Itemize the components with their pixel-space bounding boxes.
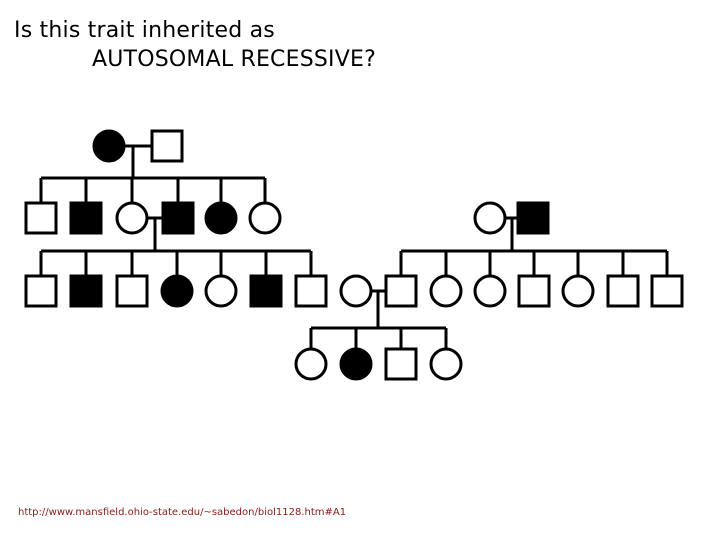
page-title-line2: AUTOSOMAL RECESSIVE? bbox=[92, 47, 376, 72]
square-male-unaffected-III-3[interactable] bbox=[115, 274, 149, 308]
circle-female-unaffected-IV-4[interactable] bbox=[429, 347, 463, 381]
circle-female-affected-I-1[interactable] bbox=[92, 129, 126, 163]
source-url-link[interactable]: http://www.mansfield.ohio-state.edu/~sab… bbox=[18, 507, 347, 518]
square-male-unaffected-IV-3[interactable] bbox=[384, 347, 418, 381]
circle-female-affected-IV-2[interactable] bbox=[339, 347, 373, 381]
circle-female-unaffected-III-8[interactable] bbox=[339, 274, 373, 308]
circle-female-unaffected-II-3[interactable] bbox=[115, 201, 149, 235]
circle-female-unaffected-III-11[interactable] bbox=[473, 274, 507, 308]
circle-female-unaffected-III-5[interactable] bbox=[204, 274, 238, 308]
square-male-unaffected-III-12[interactable] bbox=[517, 274, 551, 308]
circle-female-unaffected-III-10[interactable] bbox=[429, 274, 463, 308]
square-male-unaffected-III-14[interactable] bbox=[606, 274, 640, 308]
square-male-affected-II-8[interactable] bbox=[516, 201, 550, 235]
square-male-unaffected-II-1[interactable] bbox=[24, 201, 58, 235]
square-male-unaffected-III-1[interactable] bbox=[24, 274, 58, 308]
circle-female-unaffected-IV-1[interactable] bbox=[294, 347, 328, 381]
square-male-affected-III-6[interactable] bbox=[249, 274, 283, 308]
square-male-unaffected-III-15[interactable] bbox=[650, 274, 684, 308]
square-male-affected-III-2[interactable] bbox=[69, 274, 103, 308]
square-male-unaffected-I-2[interactable] bbox=[150, 129, 184, 163]
square-male-unaffected-III-9[interactable] bbox=[384, 274, 418, 308]
page-title-line1: Is this trait inherited as bbox=[14, 18, 275, 43]
circle-female-unaffected-II-6[interactable] bbox=[248, 201, 282, 235]
circle-female-unaffected-III-13[interactable] bbox=[561, 274, 595, 308]
square-male-unaffected-III-7[interactable] bbox=[294, 274, 328, 308]
square-male-affected-II-4[interactable] bbox=[161, 201, 195, 235]
circle-female-unaffected-II-7[interactable] bbox=[473, 201, 507, 235]
square-male-affected-II-2[interactable] bbox=[69, 201, 103, 235]
circle-female-affected-II-5[interactable] bbox=[204, 201, 238, 235]
circle-female-affected-III-4[interactable] bbox=[160, 274, 194, 308]
